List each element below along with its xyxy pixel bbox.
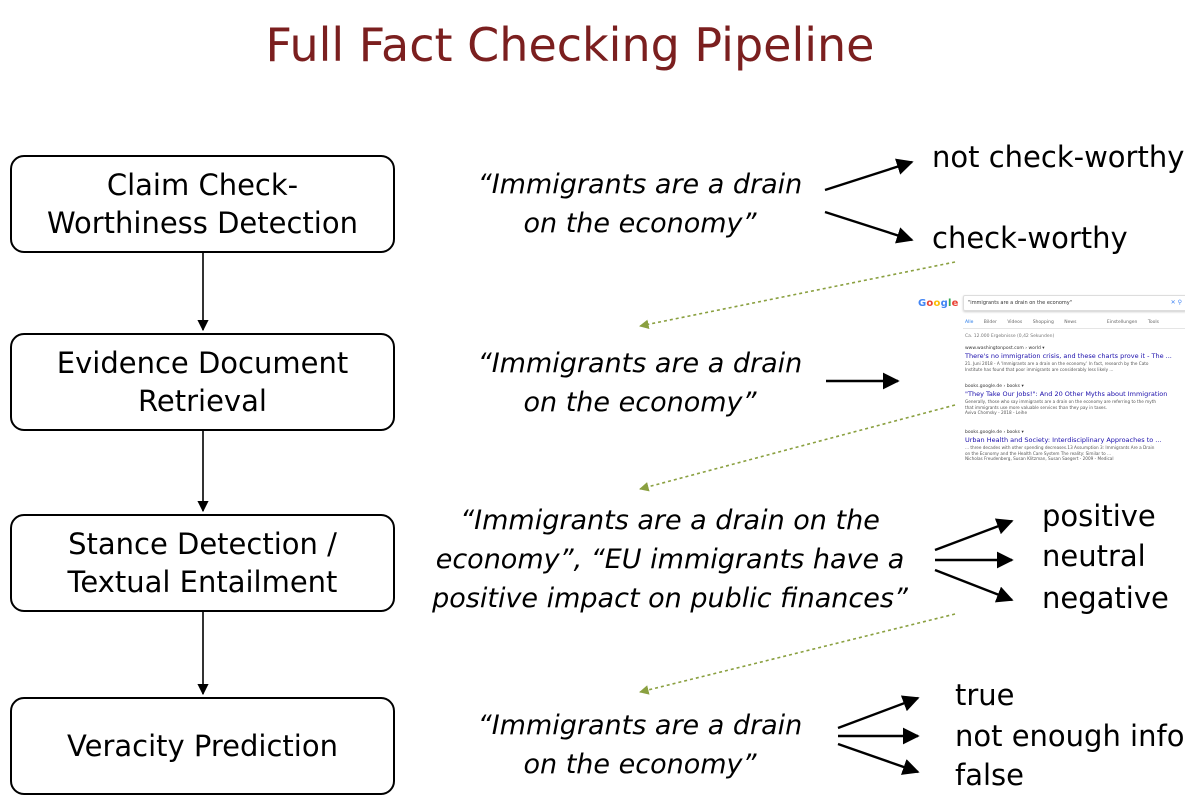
search-result: books.google.de › books ▾ "They Take Our… — [965, 384, 1180, 416]
arrow-to-not-check-worthy — [824, 158, 914, 192]
search-tab: Bilder — [983, 320, 997, 325]
label-negative: negative — [1042, 581, 1169, 615]
search-tab: Tools — [1147, 320, 1159, 325]
claim-text-4: “Immigrants are a drain on the economy” — [477, 710, 803, 780]
stage-claim-check-worthiness: Claim Check- Worthiness Detection — [10, 155, 395, 253]
search-icon: ✕ ⚲ — [1170, 299, 1182, 306]
label-false: false — [955, 758, 1024, 792]
search-tab: Alle — [965, 320, 974, 325]
search-tab: News — [1064, 320, 1077, 325]
search-tabs: Alle Bilder Videos Shopping News Einstel… — [965, 320, 1168, 325]
claim-text-3: “Immigrants are a drain on the economy”,… — [432, 505, 908, 614]
search-result: www.washingtonpost.com › world ▾ There's… — [965, 346, 1180, 372]
label-not-check-worthy: not check-worthy — [932, 140, 1185, 174]
label-neutral: neutral — [1042, 539, 1146, 573]
result-url: books.google.de › books ▾ — [965, 430, 1024, 435]
search-query: "immigrants are a drain on the economy" — [968, 300, 1073, 306]
result-title: There's no immigration crisis, and these… — [965, 352, 1172, 360]
result-title: "They Take Our Jobs!": And 20 Other Myth… — [965, 390, 1168, 398]
result-snippet: Generally, those who say immigrants are … — [965, 399, 1157, 415]
dotted-arrow-2 — [639, 404, 956, 492]
label-true: true — [955, 678, 1015, 712]
dotted-arrow-3 — [639, 613, 956, 695]
arrow-to-positive — [934, 518, 1014, 552]
search-stats: Ca. 12.000 Ergebnisse (0,42 Sekunden) — [965, 334, 1055, 339]
claim-text-2: “Immigrants are a drain on the economy” — [477, 348, 803, 418]
dotted-arrow-1 — [639, 261, 956, 329]
label-check-worthy: check-worthy — [932, 221, 1128, 255]
result-title: Urban Health and Society: Interdisciplin… — [965, 436, 1162, 444]
search-divider — [963, 328, 1185, 329]
search-results-screenshot: Google "immigrants are a drain on the ec… — [915, 292, 1185, 474]
search-tab: Einstellungen — [1106, 320, 1138, 325]
search-logo: Google — [918, 298, 959, 309]
stage-stance-detection: Stance Detection / Textual Entailment — [10, 514, 395, 612]
search-tab: Videos — [1007, 320, 1023, 325]
label-not-enough-info: not enough info — [955, 719, 1185, 753]
result-url: www.washingtonpost.com › world ▾ — [965, 346, 1045, 351]
search-tab: Shopping — [1032, 320, 1054, 325]
search-result: books.google.de › books ▾ Urban Health a… — [965, 430, 1180, 462]
stage-evidence-retrieval: Evidence Document Retrieval — [10, 333, 395, 431]
label-positive: positive — [1042, 499, 1156, 533]
page-title: Full Fact Checking Pipeline — [265, 18, 875, 72]
arrow-to-negative — [934, 568, 1014, 603]
result-snippet: 21. Juni 2018 - A 'Immigrants are a drai… — [965, 361, 1149, 372]
arrow-to-false — [837, 742, 920, 775]
claim-text-1: “Immigrants are a drain on the economy” — [477, 169, 803, 239]
search-input: "immigrants are a drain on the economy" … — [963, 295, 1185, 311]
result-url: books.google.de › books ▾ — [965, 384, 1024, 389]
arrow-to-true — [837, 695, 920, 730]
arrow-to-check-worthy — [824, 210, 914, 244]
result-snippet: ... three decades with other spending de… — [965, 445, 1155, 461]
stage-veracity-prediction: Veracity Prediction — [10, 697, 395, 795]
